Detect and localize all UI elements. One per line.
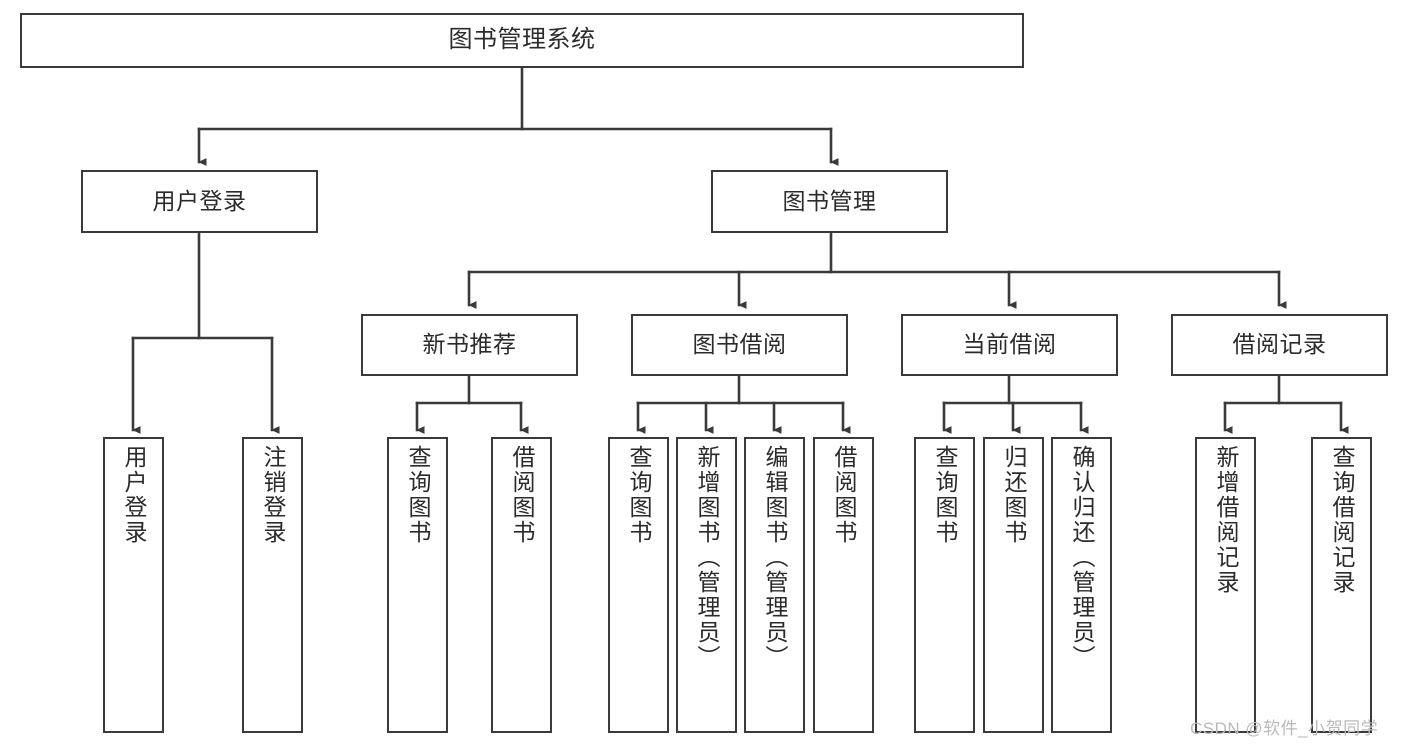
node-label: 新书推荐	[422, 331, 517, 358]
node-user-login[interactable]: 用户登录	[81, 170, 318, 233]
node-label: 确认归还（管理员）	[1069, 445, 1095, 670]
node-root-system[interactable]: 图书管理系统	[20, 13, 1024, 68]
node-label: 用户登录	[121, 445, 147, 545]
leaf-edit-book[interactable]: 编辑图书（管理员）	[744, 437, 805, 733]
leaf-user-logout[interactable]: 注销登录	[242, 437, 303, 733]
node-label: 新增图书（管理员）	[694, 445, 720, 670]
node-label: 新增借阅记录	[1213, 445, 1239, 595]
node-label: 归还图书	[1001, 445, 1027, 545]
node-borrow-record[interactable]: 借阅记录	[1171, 314, 1388, 376]
leaf-query-book-current[interactable]: 查询图书	[914, 437, 975, 733]
leaf-confirm-return[interactable]: 确认归还（管理员）	[1051, 437, 1112, 733]
leaf-add-borrow-record[interactable]: 新增借阅记录	[1195, 437, 1256, 733]
node-label: 查询图书	[626, 445, 652, 545]
node-label: 查询图书	[932, 445, 958, 545]
node-book-borrow[interactable]: 图书借阅	[631, 314, 848, 376]
leaf-add-book[interactable]: 新增图书（管理员）	[676, 437, 737, 733]
node-label: 编辑图书（管理员）	[762, 445, 788, 670]
node-current-borrow[interactable]: 当前借阅	[901, 314, 1118, 376]
node-new-book-recommend[interactable]: 新书推荐	[361, 314, 578, 376]
node-label: 图书借阅	[692, 331, 787, 358]
leaf-user-login[interactable]: 用户登录	[103, 437, 164, 733]
leaf-borrow-book-recommend[interactable]: 借阅图书	[491, 437, 552, 733]
node-book-manage[interactable]: 图书管理	[711, 170, 948, 233]
node-label: 查询借阅记录	[1329, 445, 1355, 595]
node-label: 借阅图书	[509, 445, 535, 545]
leaf-query-borrow-record[interactable]: 查询借阅记录	[1311, 437, 1372, 733]
node-label: 图书管理	[782, 187, 877, 214]
node-label: 图书管理系统	[448, 26, 596, 54]
leaf-return-book[interactable]: 归还图书	[983, 437, 1044, 733]
node-label: 查询图书	[405, 445, 431, 545]
node-label: 注销登录	[260, 445, 286, 545]
node-label: 用户登录	[152, 187, 247, 214]
node-label: 借阅记录	[1232, 331, 1327, 358]
leaf-borrow-book[interactable]: 借阅图书	[813, 437, 874, 733]
node-label: 借阅图书	[831, 445, 857, 545]
csdn-watermark: CSDN @软件_小贺同学	[1190, 719, 1379, 738]
leaf-query-book-recommend[interactable]: 查询图书	[387, 437, 448, 733]
node-label: 当前借阅	[962, 331, 1057, 358]
leaf-query-book-borrow[interactable]: 查询图书	[608, 437, 669, 733]
